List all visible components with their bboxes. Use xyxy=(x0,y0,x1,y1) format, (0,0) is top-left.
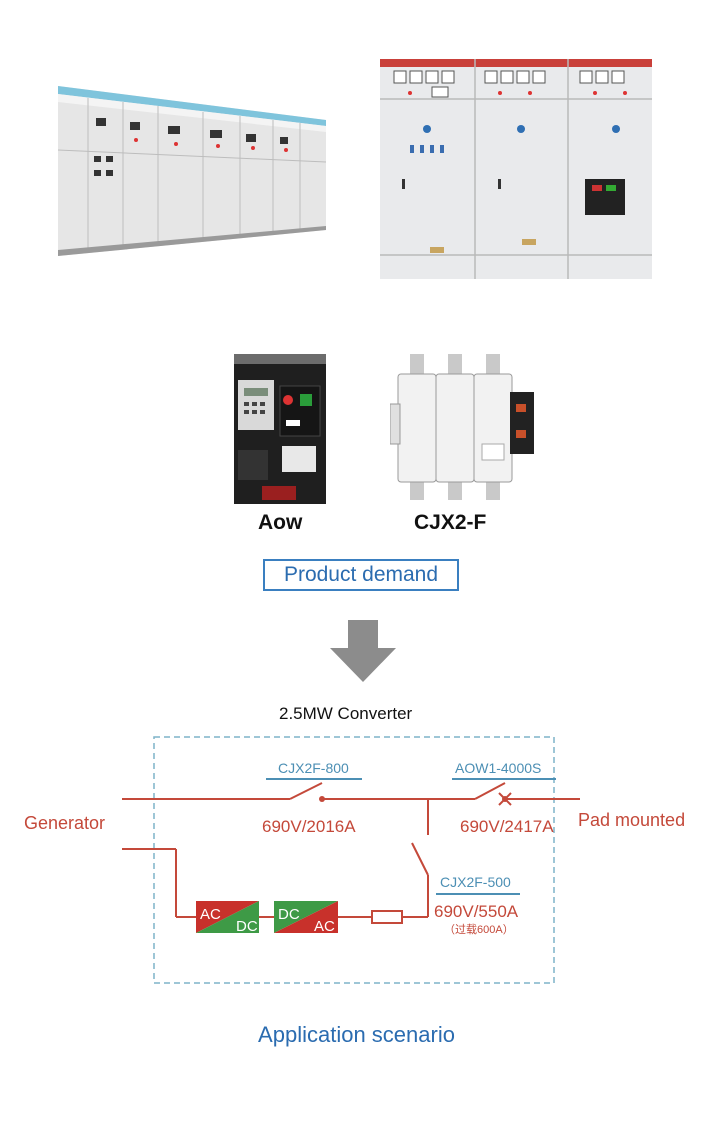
switch2-model: AOW1-4000S xyxy=(455,760,541,776)
switch3-rating: 690V/550A xyxy=(434,902,519,921)
converter2-bottom-label: AC xyxy=(314,918,335,935)
switch3-model: CJX2F-500 xyxy=(440,874,511,890)
breaker-caption: Aow xyxy=(258,511,303,534)
switch2-rating: 690V/2417A xyxy=(460,817,554,836)
contactor-image xyxy=(390,354,534,500)
generator-label: Generator xyxy=(24,813,105,833)
fuse xyxy=(371,910,403,924)
switchgear-cabinet-left-image xyxy=(58,86,326,256)
switch1-model: CJX2F-800 xyxy=(278,760,349,776)
switchgear-cabinet-right-image xyxy=(380,59,652,279)
converter1-top-label: AC xyxy=(200,906,221,923)
converter1-bottom-label: DC xyxy=(236,918,258,935)
converter-wiring-diagram: AC DC DC AC Generator Pad mounted CJX2F-… xyxy=(24,736,685,984)
converter-ac-dc: AC DC xyxy=(196,901,259,935)
contactor-caption: CJX2-F xyxy=(414,511,487,534)
switch2-blade xyxy=(474,782,506,800)
converter-title: 2.5MW Converter xyxy=(279,704,413,723)
pad-mounted-label: Pad mounted xyxy=(578,810,685,830)
application-scenario-label: Application scenario xyxy=(258,1022,455,1047)
converter2-top-label: DC xyxy=(278,906,300,923)
product-demand-label: Product demand xyxy=(263,559,459,591)
switch3-overload-note: （过载600A） xyxy=(444,923,514,936)
down-arrow-icon xyxy=(330,620,396,682)
converter-dc-ac: DC AC xyxy=(274,901,338,935)
switch1-rating: 690V/2016A xyxy=(262,817,356,836)
switch3-blade xyxy=(411,842,429,876)
air-circuit-breaker-image xyxy=(234,354,326,504)
switch1-blade xyxy=(289,782,323,800)
converter-boundary xyxy=(153,736,555,984)
